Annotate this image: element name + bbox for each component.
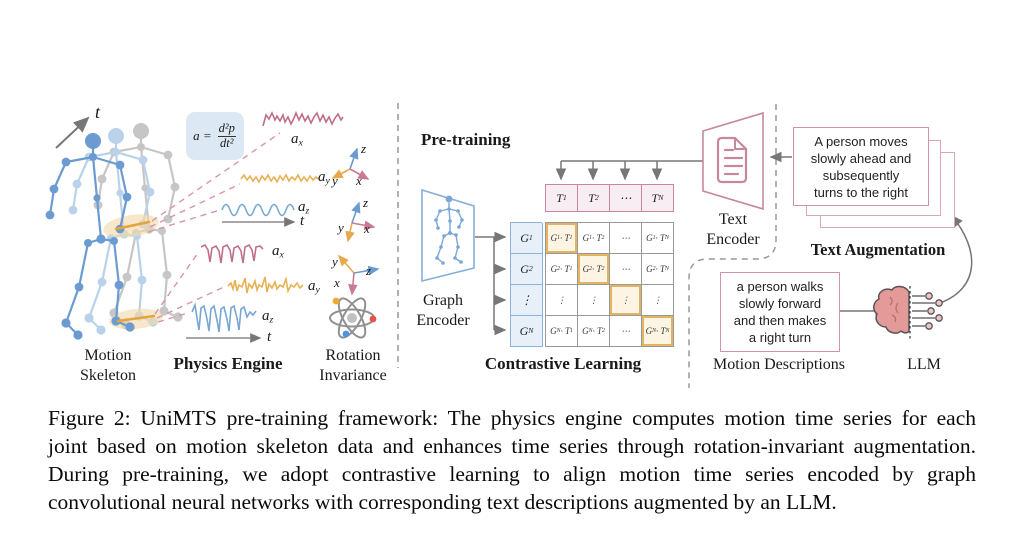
augmentation-divider-dashed xyxy=(688,104,777,388)
caption-line: joint based on motion skeleton data and … xyxy=(48,434,976,458)
formula-fraction: d²p dt² xyxy=(217,122,237,149)
graph-encoder-label-1: Graph xyxy=(423,292,463,309)
axis-triad-2 xyxy=(345,201,376,243)
triad1-z-label: z xyxy=(361,141,367,156)
motion-skeleton-label-2: Skeleton xyxy=(80,367,136,384)
motion-description-line: a right turn xyxy=(748,330,812,345)
series2-az-label: az xyxy=(262,308,274,326)
caption-line: Figure 2: UniMTS pre-training framework:… xyxy=(48,406,976,430)
triad2-x-label: x xyxy=(364,221,370,236)
encoder-branch-arrows xyxy=(475,231,507,336)
text-encoder-connector xyxy=(555,160,703,181)
triad1-y-label: y xyxy=(332,173,338,188)
matrix-cell: ⋮ xyxy=(578,285,610,316)
physics-engine-label: Physics Engine xyxy=(173,354,283,373)
matrix-cell: ⋮ xyxy=(546,285,578,316)
formula-lhs: a = xyxy=(193,128,212,143)
motion-descriptions-label: Motion Descriptions xyxy=(713,356,845,373)
motion-description-line: and then makes xyxy=(733,313,827,328)
series1-ay-label: ay xyxy=(318,169,330,187)
matrix-cell: ⋯ xyxy=(610,316,642,347)
augmented-text-line: slowly ahead and xyxy=(810,150,912,166)
formula-numerator: d²p xyxy=(218,121,235,136)
time-axis-label: t xyxy=(95,102,101,122)
acceleration-formula: a = d²p dt² xyxy=(186,112,244,160)
text-augmentation-title: Text Augmentation xyxy=(810,240,946,259)
matrix-cell: ⋯ xyxy=(610,254,642,285)
llm-label: LLM xyxy=(907,356,941,373)
graph-encoder-shape xyxy=(421,188,475,283)
time-series-group-2 xyxy=(186,243,304,343)
triad3-z-label: z xyxy=(366,263,372,278)
augmented-text-card: A person moves slowly ahead and subseque… xyxy=(793,127,929,206)
matrix-cell: ⋮ xyxy=(642,285,674,316)
text-encoder-label-2: Encoder xyxy=(706,231,760,248)
series2-ax-label: ax xyxy=(272,243,284,261)
rotation-invariance-label-1: Rotation xyxy=(325,347,381,364)
augmented-text-line: turns to the right xyxy=(814,184,908,200)
motion-description-line: a person walks xyxy=(736,279,824,294)
triad2-z-label: z xyxy=(363,195,369,210)
triad3-y-label: y xyxy=(332,254,338,269)
text-encoder-shape xyxy=(702,111,764,211)
pretraining-title: Pre-training xyxy=(421,130,511,149)
motion-skeleton-label-1: Motion xyxy=(84,347,132,364)
series2-t-label: t xyxy=(267,329,272,345)
series1-t-label: t xyxy=(300,213,305,229)
g-cell: ⋮ xyxy=(511,285,543,316)
document-icon xyxy=(716,136,748,184)
skeleton-icon xyxy=(434,195,464,265)
triad1-x-label: x xyxy=(356,173,362,188)
time-arrow-icon xyxy=(55,116,90,149)
series2-ay-label: ay xyxy=(308,278,320,296)
t-cell: ⋯ xyxy=(610,185,642,212)
axis-triad-1 xyxy=(331,147,370,180)
rotation-invariance-label-2: Invariance xyxy=(319,367,387,384)
motion-description-line: slowly forward xyxy=(738,296,822,311)
matrix-cell: ⋮ xyxy=(610,285,642,316)
triad2-y-label: y xyxy=(338,220,344,235)
graph-encoder-label-2: Encoder xyxy=(416,312,470,329)
caption-line: convolutional neural networks with corre… xyxy=(48,490,837,514)
text-encoder-label-1: Text xyxy=(718,211,748,228)
motion-description-card: a person walks slowly forward and then m… xyxy=(720,272,840,352)
caption-line: During pre-training, we adopt contrastiv… xyxy=(48,462,976,486)
dashed-connectors xyxy=(147,132,281,323)
matrix-cell: ⋯ xyxy=(610,223,642,254)
formula-denominator: dt² xyxy=(218,135,236,150)
llm-to-augmented-arrow xyxy=(939,214,973,304)
augmented-text-line: subsequently xyxy=(822,167,900,183)
series1-az-label: az xyxy=(298,199,310,217)
figure-caption: Figure 2: UniMTS pre-training framework:… xyxy=(48,404,976,516)
contrastive-learning-label: Contrastive Learning xyxy=(484,354,642,373)
atom-icon xyxy=(329,297,377,339)
triad3-x-label: x xyxy=(334,275,340,290)
axis-triad-3 xyxy=(337,254,380,296)
time-series-group-1 xyxy=(221,110,344,227)
brain-icon xyxy=(873,285,943,341)
augmented-text-line: A person moves xyxy=(814,133,908,149)
series1-ax-label: ax xyxy=(291,131,303,149)
motion-skeleton-drawing xyxy=(44,121,184,341)
